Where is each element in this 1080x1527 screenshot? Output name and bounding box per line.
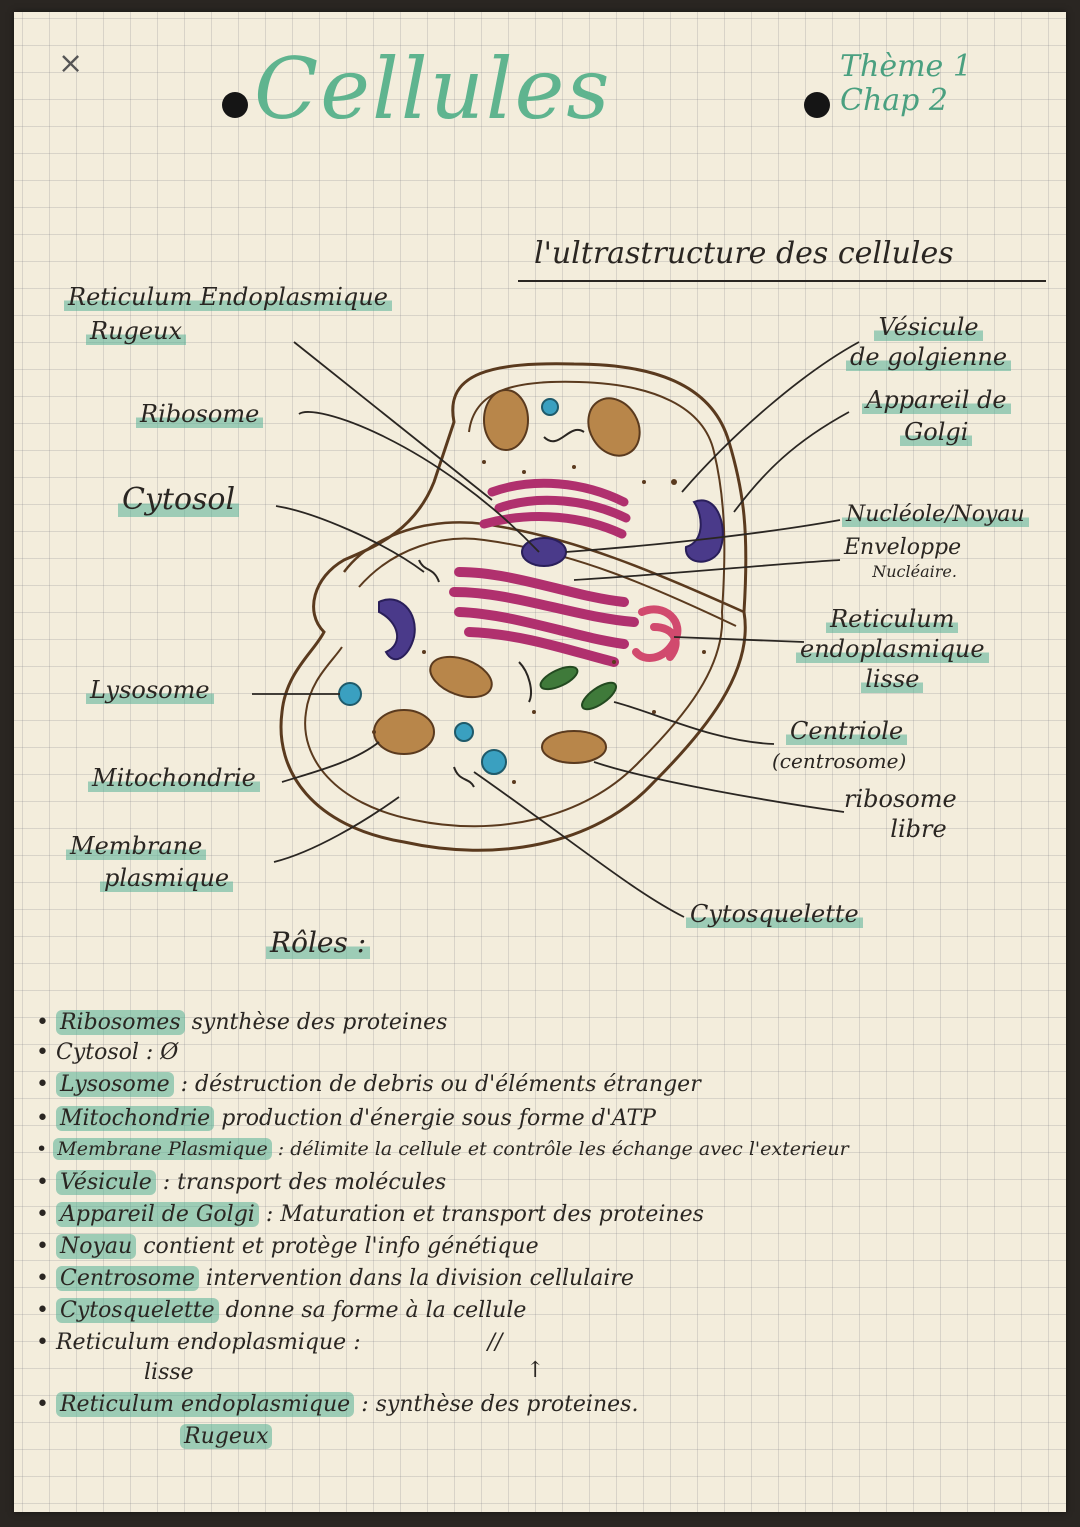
role-item: • Ribosomes synthèse des proteines: [36, 1010, 448, 1035]
label-membrane: Membrane plasmique: [66, 830, 234, 894]
label-ribosome-libre-line1: ribosome: [844, 785, 957, 813]
role-item: • Cytosol : Ø: [36, 1040, 179, 1065]
label-ribosome-libre: ribosome libre: [844, 784, 957, 844]
label-enveloppe-line1: Enveloppe: [844, 535, 962, 560]
notebook-page: × Cellules Thème 1 Chap 2 l'ultrastructu…: [14, 12, 1066, 1512]
cell-diagram: [252, 341, 860, 918]
title-bullet-right: [804, 92, 830, 118]
lysosome-vesicle-shape: [378, 598, 416, 661]
theme-line-1: Thème 1: [840, 49, 972, 84]
mitochondria-shape: [429, 655, 493, 699]
mitochondria-shape: [587, 397, 641, 457]
page-title: Cellules: [254, 40, 612, 138]
label-rer-line2: Rugeux: [86, 317, 187, 345]
nuclear-envelope-outline-2: [358, 537, 737, 627]
title-bullet-left: [222, 92, 248, 118]
theme-line-2: Chap 2: [840, 83, 948, 118]
label-vesicule-line1: Vésicule: [874, 313, 983, 341]
label-lysosome: Lysosome: [86, 676, 214, 704]
role-item-continuation: lisse: [144, 1360, 194, 1385]
lysosome-shape: [481, 749, 507, 775]
nuclear-envelope-outline: [343, 521, 745, 614]
role-item-continuation: Rugeux: [180, 1424, 273, 1449]
rel-role-arrow: ↑: [526, 1358, 545, 1383]
lysosome-shape: [454, 722, 474, 742]
free-ribosome-dots: [372, 460, 706, 784]
subtitle-underline: [518, 280, 1046, 282]
label-vesicule: Vésicule de golgienne: [846, 312, 1012, 372]
label-membrane-line2: plasmique: [100, 864, 234, 892]
close-mark: ×: [58, 46, 84, 81]
mitochondria-shape: [373, 709, 435, 755]
centriole-shape: [539, 665, 579, 691]
label-golgi: Appareil de Golgi: [862, 384, 1011, 448]
label-rer-line1: Reticulum Endoplasmique: [64, 283, 392, 311]
rough-er-shape: [479, 478, 631, 539]
theme-label: Thème 1 Chap 2: [840, 50, 972, 118]
label-mitochondrie: Mitochondrie: [88, 764, 260, 792]
cytoskeleton-shape: [418, 429, 585, 788]
inner-membrane-outline: [304, 380, 726, 828]
label-mitochondrie-text: Mitochondrie: [88, 764, 260, 792]
label-enveloppe-line2: Nucléaire.: [872, 562, 957, 581]
label-rel-line3: lisse: [861, 665, 924, 693]
mitochondria-shape: [541, 730, 607, 764]
role-item: • Reticulum endoplasmique : synthèse des…: [36, 1392, 639, 1417]
mitochondria-shape: [483, 389, 529, 451]
label-nucleole: Nucléole/Noyau: [842, 502, 1029, 527]
role-item: • Vésicule : transport des molécules: [36, 1170, 447, 1195]
label-rel: Reticulum endoplasmique lisse: [796, 604, 989, 694]
label-ribosome: Ribosome: [136, 400, 264, 428]
label-membrane-line1: Membrane: [66, 832, 207, 860]
golgi-shape: [449, 567, 639, 667]
label-nucleole-text: Nucléole/Noyau: [842, 502, 1029, 527]
label-centriole: Centriole (centrosome): [772, 716, 908, 776]
label-cytosquelette-text: Cytosquelette: [686, 900, 863, 928]
smooth-er-shape: [632, 605, 682, 662]
plasma-membrane-outline: [279, 362, 748, 852]
leader-lines: [252, 341, 860, 918]
lysosome-shape: [338, 682, 362, 706]
label-enveloppe: Enveloppe Nucléaire.: [844, 536, 961, 584]
role-item: • Reticulum endoplasmique : //: [36, 1330, 503, 1355]
label-cytosquelette: Cytosquelette: [686, 900, 863, 928]
golgi-vesicle-shape: [684, 499, 724, 563]
role-item: • Lysosome : déstruction de debris ou d'…: [36, 1072, 701, 1097]
label-rer: Reticulum Endoplasmique Rugeux: [64, 280, 392, 348]
role-item: • Membrane Plasmique : délimite la cellu…: [36, 1138, 849, 1160]
label-vesicule-line2: de golgienne: [846, 343, 1012, 371]
lysosome-shape: [541, 398, 559, 416]
role-item: • Noyau contient et protège l'info génét…: [36, 1234, 539, 1259]
rel-role-ditto: //: [487, 1330, 503, 1355]
role-item: • Appareil de Golgi : Maturation et tran…: [36, 1202, 704, 1227]
diagram-subtitle: l'ultrastructure des cellules: [534, 236, 954, 271]
label-ribosome-libre-line2: libre: [890, 815, 947, 843]
roles-heading: Rôles :: [266, 926, 371, 959]
centriole-shape: [580, 681, 618, 711]
label-ribosome-text: Ribosome: [136, 400, 264, 428]
label-golgi-line1: Appareil de: [862, 386, 1011, 414]
role-item: • Centrosome intervention dans la divisi…: [36, 1266, 634, 1291]
label-centriole-line1: Centriole: [786, 717, 908, 745]
label-cytosol: Cytosol: [118, 482, 240, 517]
role-item: • Cytosquelette donne sa forme à la cell…: [36, 1298, 527, 1323]
label-centriole-line2: (centrosome): [772, 749, 907, 773]
role-item: • Mitochondrie production d'énergie sous…: [36, 1106, 656, 1131]
roles-heading-text: Rôles :: [266, 926, 371, 959]
label-rel-line2: endoplasmique: [796, 635, 989, 663]
label-lysosome-text: Lysosome: [86, 676, 214, 704]
label-rel-line1: Reticulum: [826, 605, 959, 633]
label-cytosol-text: Cytosol: [118, 482, 240, 517]
label-golgi-line2: Golgi: [900, 418, 973, 446]
